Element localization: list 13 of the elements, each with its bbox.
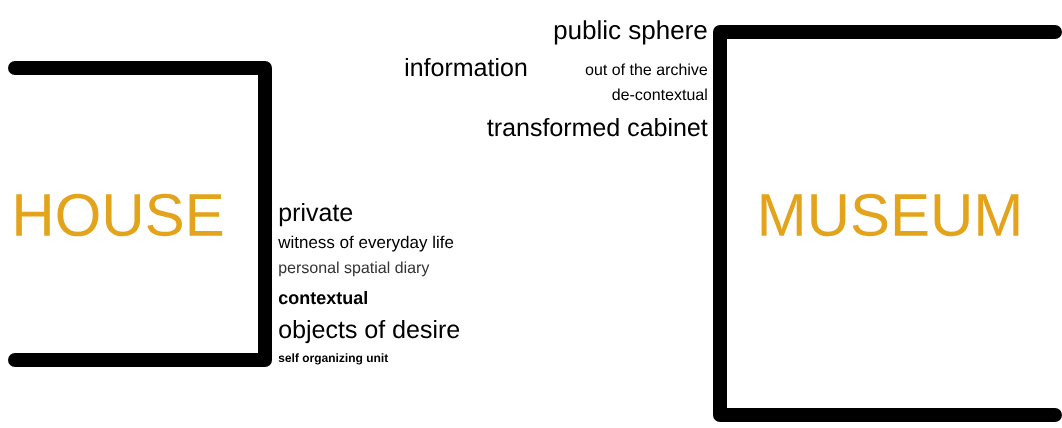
text-label: private xyxy=(279,202,353,227)
text-label: witness of everyday life xyxy=(278,235,454,252)
text-label: de-contextual xyxy=(612,88,707,101)
text-label: objects of desire xyxy=(279,319,460,344)
text-label: contextual xyxy=(278,290,367,305)
bracket-box: MUSEUM xyxy=(713,25,1062,422)
bracket-box: HOUSE xyxy=(8,61,272,367)
text-label: self organizing unit xyxy=(278,353,389,365)
text-label: transformed cabinet xyxy=(487,117,708,137)
text-label: out of the archive xyxy=(585,63,708,76)
text-label: public sphere xyxy=(554,20,707,45)
text-label: information xyxy=(405,57,527,77)
text-label: personal spatial diary xyxy=(279,261,430,277)
